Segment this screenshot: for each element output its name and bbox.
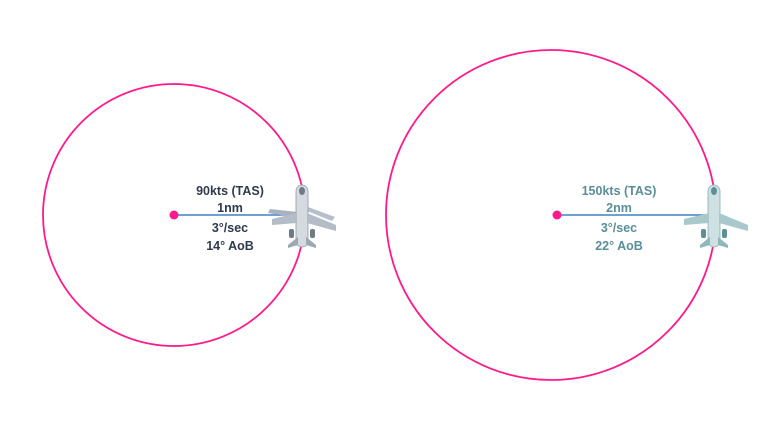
right-speed-label: 150kts (TAS) [582, 184, 657, 198]
right-rate-label: 3°/sec [601, 221, 637, 235]
right-turn-group: 150kts (TAS) 2nm 3°/sec 22° AoB [385, 49, 748, 381]
left-radius-label: 1nm [217, 201, 243, 215]
left-rate-label: 3°/sec [212, 221, 248, 235]
airplane-icon [684, 184, 748, 248]
left-turn-group: 90kts (TAS) 1nm 3°/sec 14° AoB [42, 83, 336, 347]
airplane-icon [268, 184, 336, 248]
left-center-dot [169, 210, 179, 220]
right-radius-label: 2nm [606, 201, 632, 215]
left-speed-label: 90kts (TAS) [196, 184, 264, 198]
left-bank-label: 14° AoB [206, 239, 254, 253]
right-bank-label: 22° AoB [595, 239, 643, 253]
right-center-dot [552, 210, 562, 220]
